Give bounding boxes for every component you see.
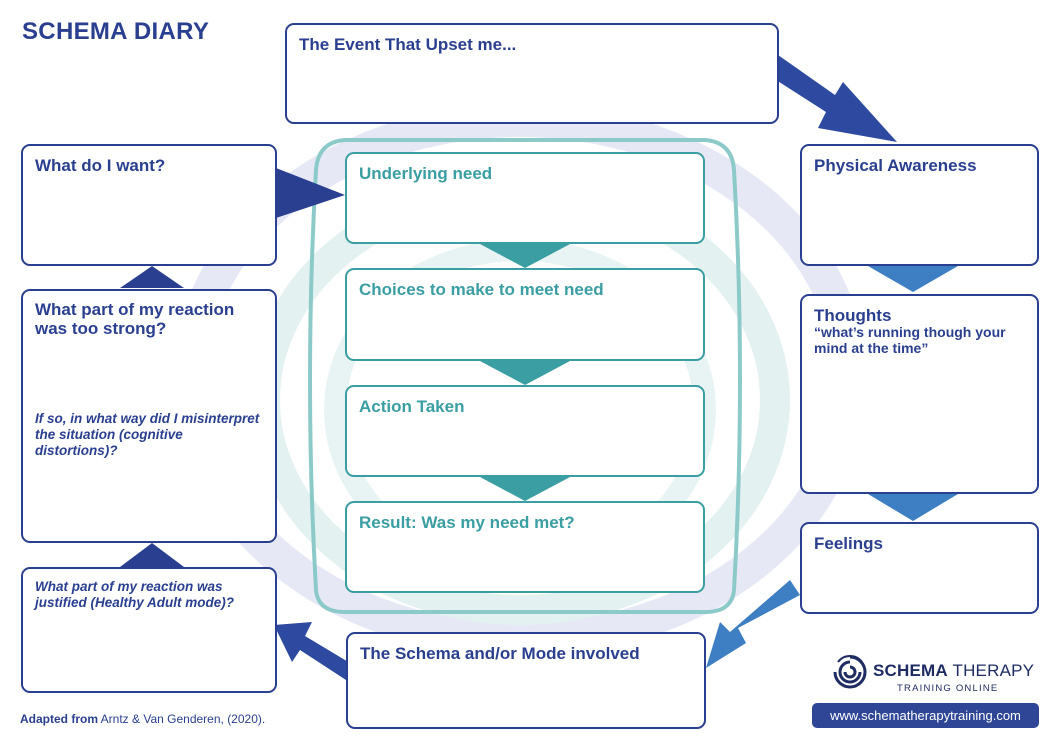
thoughts-subtitle: “what’s running though your mind at the … — [814, 324, 1006, 356]
action-taken-title: Action Taken — [359, 397, 465, 416]
logo-name-rest: THERAPY — [947, 661, 1035, 680]
physical-awareness-title: Physical Awareness — [814, 156, 977, 175]
event-title: The Event That Upset me... — [299, 35, 517, 54]
choices-title: Choices to make to meet need — [359, 280, 604, 299]
action-taken-box[interactable]: Action Taken — [345, 385, 705, 477]
arrow-schema-to-justified — [274, 622, 350, 680]
arrow-feelings-to-schema — [706, 580, 800, 668]
physical-awareness-box[interactable]: Physical Awareness — [800, 144, 1039, 266]
arrow-action-to-result — [480, 477, 570, 501]
arrow-thoughts-to-feelings — [868, 494, 958, 521]
logo-name: SCHEMA THERAPY — [873, 661, 1034, 681]
schema-mode-box[interactable]: The Schema and/or Mode involved — [346, 632, 706, 729]
underlying-need-title: Underlying need — [359, 164, 493, 183]
credit-bold: Adapted from — [20, 712, 98, 726]
want-title: What do I want? — [35, 156, 166, 175]
schema-therapy-logo: SCHEMA THERAPY TRAINING ONLINE — [830, 652, 1040, 697]
logo-subtitle: TRAINING ONLINE — [897, 683, 999, 694]
reaction-strong-italic: If so, in what way did I misinterpret th… — [35, 411, 260, 458]
feelings-title: Feelings — [814, 534, 883, 553]
arrow-event-to-physical — [773, 55, 897, 142]
thoughts-box[interactable]: Thoughts “what’s running though your min… — [800, 294, 1039, 494]
schema-mode-title: The Schema and/or Mode involved — [360, 644, 640, 663]
choices-box[interactable]: Choices to make to meet need — [345, 268, 705, 361]
arrow-strong-to-want — [120, 266, 184, 288]
underlying-need-box[interactable]: Underlying need — [345, 152, 705, 244]
reaction-strong-box[interactable]: What part of my reaction was too strong?… — [21, 289, 277, 543]
arrow-want-to-need — [276, 168, 345, 218]
result-box[interactable]: Result: Was my need met? — [345, 501, 705, 593]
reaction-strong-title: What part of my reaction was too strong? — [35, 300, 235, 338]
page-title: SCHEMA DIARY — [22, 18, 210, 45]
reaction-justified-italic: What part of my reaction was justified (… — [35, 579, 234, 610]
feelings-box[interactable]: Feelings — [800, 522, 1039, 614]
result-title: Result: Was my need met? — [359, 513, 575, 532]
reaction-justified-box[interactable]: What part of my reaction was justified (… — [21, 567, 277, 693]
want-box[interactable]: What do I want? — [21, 144, 277, 266]
event-box[interactable]: The Event That Upset me... — [285, 23, 779, 124]
arrow-choices-to-action — [480, 361, 570, 385]
credit-text: Adapted from Arntz & Van Genderen, (2020… — [20, 712, 265, 726]
arrow-justified-to-strong — [120, 543, 184, 567]
arrow-physical-to-thoughts — [868, 266, 958, 292]
website-link[interactable]: www.schematherapytraining.com — [812, 703, 1039, 728]
logo-name-bold: SCHEMA — [873, 661, 948, 680]
arrow-need-to-choices — [480, 244, 570, 268]
spiral-logo-icon — [833, 655, 867, 689]
credit-rest: Arntz & Van Genderen, (2020). — [98, 712, 266, 726]
thoughts-title: Thoughts — [814, 306, 892, 325]
